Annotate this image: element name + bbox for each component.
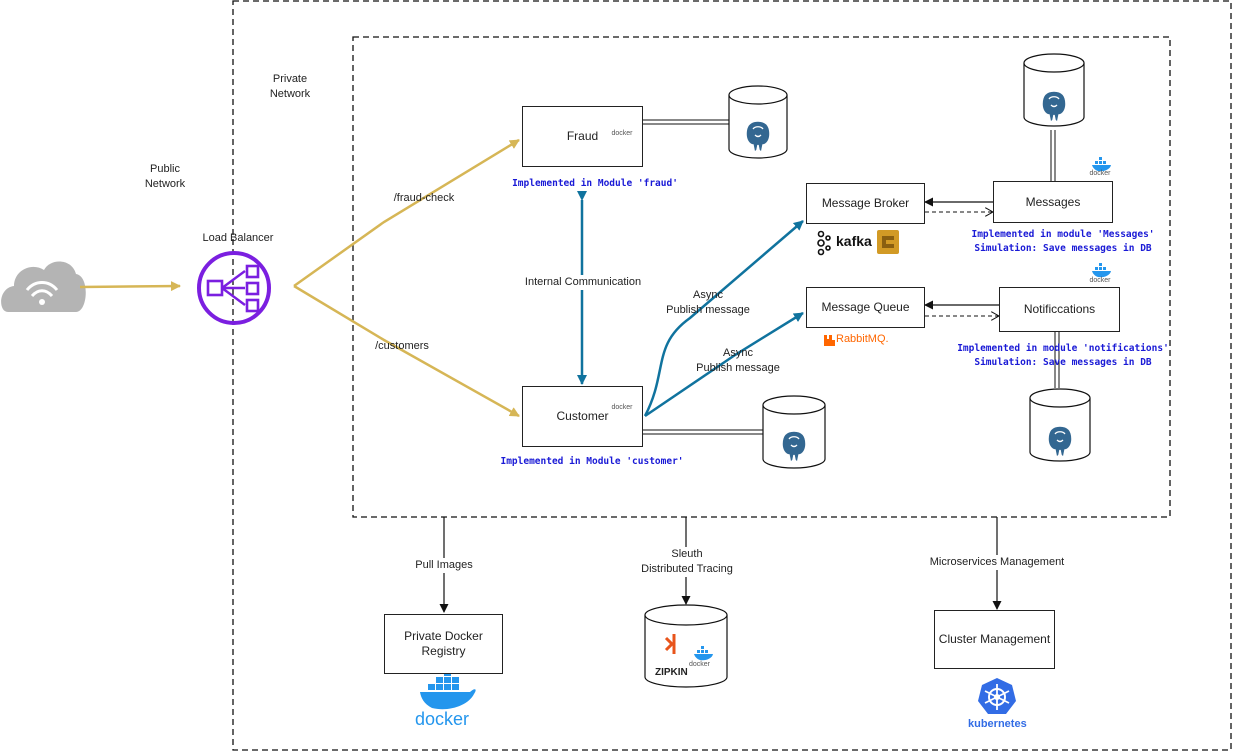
cloud-icon bbox=[1, 261, 86, 312]
customer-service-label: Customer bbox=[556, 409, 609, 423]
kafka-aws-icon bbox=[877, 230, 899, 254]
async-publish-queue-edge bbox=[644, 311, 804, 418]
fraud-impl-note: Implemented in Module 'fraud' bbox=[512, 178, 678, 189]
private-network-label: Private Network bbox=[269, 73, 311, 100]
messages-impl-note: Implemented in module 'Messages' Simulat… bbox=[971, 229, 1155, 254]
zipkin-wordmark: ZIPKIN bbox=[655, 667, 688, 678]
fraud-docker-label: docker bbox=[611, 130, 633, 137]
load-balancer-label: Load Balancer bbox=[202, 232, 274, 244]
private-network-boundary bbox=[232, 0, 1232, 751]
messages-docker-label: docker bbox=[1089, 170, 1111, 177]
microservices-management-label: Microservices Management bbox=[922, 555, 1072, 570]
notifications-impl-note: Implemented in module 'notifications' Si… bbox=[957, 343, 1169, 368]
cluster-management-box[interactable]: Cluster Management bbox=[934, 610, 1055, 669]
rabbitmq-wordmark: RabbitMQ. bbox=[836, 333, 889, 345]
pull-images-label: Pull Images bbox=[400, 558, 488, 573]
message-broker-box[interactable]: Message Broker bbox=[806, 183, 925, 224]
notifications-service-box[interactable]: Notificcations bbox=[999, 287, 1120, 332]
route-customers-edge bbox=[293, 284, 520, 418]
notifications-service-label: Notificcations bbox=[1023, 302, 1096, 316]
customer-impl-note: Implemented in Module 'customer' bbox=[500, 456, 684, 467]
zipkin-db-icon bbox=[644, 604, 728, 688]
fraud-service-box[interactable]: Fraud bbox=[522, 106, 643, 167]
rabbitmq-logo-icon bbox=[824, 335, 835, 346]
customer-service-box[interactable]: Customer bbox=[522, 386, 643, 447]
customer-db-icon bbox=[762, 395, 826, 469]
public-network-label: Public Network bbox=[144, 163, 186, 190]
microservices-boundary bbox=[352, 36, 1171, 518]
zipkin-docker-wordmark: docker bbox=[689, 661, 711, 668]
kubernetes-logo-icon bbox=[978, 678, 1016, 714]
route-fraud-edge bbox=[293, 138, 520, 288]
fraud-service-label: Fraud bbox=[566, 129, 599, 143]
messages-service-box[interactable]: Messages bbox=[993, 181, 1113, 223]
fraud-db-icon bbox=[728, 85, 788, 159]
kubernetes-wordmark: kubernetes bbox=[968, 718, 1027, 730]
load-balancer-icon bbox=[197, 251, 271, 325]
db-links bbox=[642, 119, 1060, 435]
private-docker-registry-box[interactable]: Private Docker Registry bbox=[384, 614, 503, 674]
customer-docker-label: docker bbox=[611, 404, 633, 411]
internal-communication-label: Internal Communication bbox=[518, 275, 648, 290]
messages-service-label: Messages bbox=[1025, 194, 1081, 209]
messages-db-icon bbox=[1023, 53, 1085, 127]
docker-logo-icon bbox=[420, 670, 476, 710]
customers-route-label: /customers bbox=[375, 340, 429, 352]
notifications-docker-label: docker bbox=[1089, 277, 1111, 284]
kafka-logo-icon bbox=[817, 230, 831, 256]
distributed-tracing-label: Sleuth Distributed Tracing bbox=[634, 547, 740, 577]
docker-wordmark: docker bbox=[415, 709, 470, 729]
message-broker-label: Message Broker bbox=[821, 196, 910, 210]
async-queue-label: Async Publish message bbox=[696, 347, 780, 374]
notifications-db-icon bbox=[1029, 388, 1091, 462]
kafka-wordmark: kafka bbox=[836, 233, 872, 249]
message-queue-label: Message Queue bbox=[821, 300, 910, 314]
fraud-check-route-label: /fraud-check bbox=[393, 192, 455, 204]
async-publish-broker-edge bbox=[643, 220, 804, 417]
message-queue-box[interactable]: Message Queue bbox=[806, 287, 925, 328]
cloud-to-lb-edge bbox=[79, 281, 181, 292]
async-broker-label: Async Publish message bbox=[666, 289, 750, 316]
cluster-management-label: Cluster Management bbox=[938, 632, 1051, 646]
